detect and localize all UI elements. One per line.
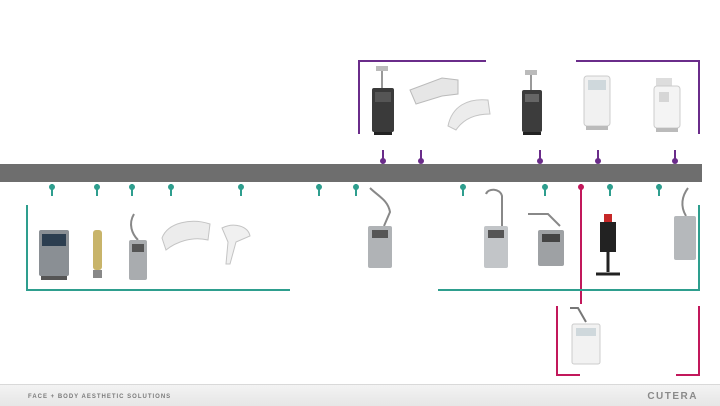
timeline-bar xyxy=(0,164,702,182)
device-handpiece-1 xyxy=(409,77,459,105)
pin-top xyxy=(595,150,601,164)
bracket-pink-right xyxy=(676,306,700,376)
pin-top xyxy=(380,150,386,164)
pin-bottom xyxy=(460,184,466,196)
device-white-console-1 xyxy=(583,75,611,130)
device-console-icon xyxy=(39,230,69,280)
device-laser-arm-1 xyxy=(368,187,392,268)
device-tower-1 xyxy=(372,66,394,135)
device-handpiece-4 xyxy=(221,224,251,265)
bracket-pink-left xyxy=(556,306,580,376)
footer-tagline: FACE + BODY AESTHETIC SOLUTIONS xyxy=(28,394,172,400)
brand-logo: CUTERA xyxy=(647,391,698,402)
pin-top xyxy=(537,150,543,164)
bracket-bottom-right xyxy=(438,205,700,291)
device-red-tower xyxy=(596,214,620,276)
pin-bottom xyxy=(542,184,548,196)
pin-bottom xyxy=(238,184,244,196)
pin-bottom xyxy=(94,184,100,196)
device-tower-2 xyxy=(522,70,542,135)
pin-bottom xyxy=(129,184,135,196)
device-handpiece-2 xyxy=(447,99,491,131)
bracket-top-right xyxy=(576,60,700,134)
pin-top xyxy=(672,150,678,164)
footer-bar xyxy=(0,384,720,406)
device-laser-arm-2 xyxy=(484,188,508,268)
pin-top xyxy=(418,150,424,164)
pin-bottom xyxy=(49,184,55,196)
laser-tower-icon xyxy=(129,213,147,280)
pin-bottom xyxy=(316,184,322,196)
pin-bottom xyxy=(168,184,174,196)
pin-bottom xyxy=(607,184,613,196)
bracket-top-left xyxy=(358,60,486,134)
device-handpiece-3 xyxy=(161,220,211,251)
device-white-console-3 xyxy=(570,307,601,365)
device-laser-arm-3 xyxy=(528,213,564,266)
device-white-console-2 xyxy=(653,78,681,132)
device-laser-arm-4 xyxy=(674,187,696,260)
handpiece-icon xyxy=(93,230,102,278)
pin-bottom-pink xyxy=(578,184,584,304)
pin-bottom xyxy=(353,184,359,196)
bracket-bottom-left xyxy=(26,205,290,291)
pin-bottom xyxy=(656,184,662,196)
